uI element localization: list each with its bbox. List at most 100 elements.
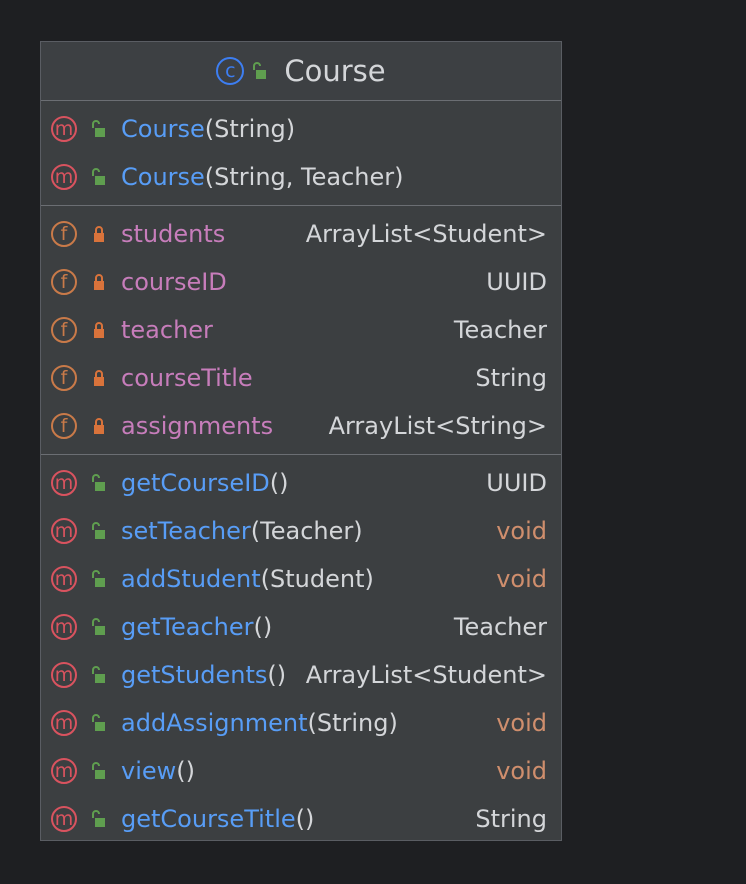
field-row: f students ArrayList<Student> bbox=[41, 210, 561, 258]
field-icon: f bbox=[51, 221, 77, 247]
field-type: ArrayList<Student> bbox=[305, 220, 547, 248]
field-icon: f bbox=[51, 413, 77, 439]
class-icon: c bbox=[216, 57, 245, 85]
field-signature: courseID bbox=[121, 268, 227, 296]
field-row: f courseID UUID bbox=[41, 258, 561, 306]
field-name: courseID bbox=[121, 268, 227, 296]
method-row: m view() void bbox=[41, 747, 561, 795]
class-title: Course bbox=[284, 54, 386, 88]
field-icon: f bbox=[51, 365, 77, 391]
field-type: ArrayList<String> bbox=[328, 412, 547, 440]
method-icon: m bbox=[51, 470, 77, 496]
field-name: courseTitle bbox=[121, 364, 253, 392]
method-type: Teacher bbox=[453, 613, 547, 641]
method-icon: m bbox=[51, 710, 77, 736]
field-signature: courseTitle bbox=[121, 364, 253, 392]
method-name: view bbox=[121, 757, 177, 785]
method-icon: m bbox=[51, 614, 77, 640]
field-name: assignments bbox=[121, 412, 274, 440]
method-row: m addStudent(Student) void bbox=[41, 555, 561, 603]
constructor-signature: Course(String) bbox=[121, 115, 295, 143]
class-header: c Course bbox=[41, 42, 561, 101]
method-row: m getCourseID() UUID bbox=[41, 459, 561, 507]
method-signature: getCourseTitle() bbox=[121, 805, 314, 833]
method-name: setTeacher bbox=[121, 517, 251, 545]
field-icon: f bbox=[51, 269, 77, 295]
field-row: f teacher Teacher bbox=[41, 306, 561, 354]
constructor-params: (String, Teacher) bbox=[204, 163, 404, 191]
method-signature: addStudent(Student) bbox=[121, 565, 374, 593]
method-row: m getCourseTitle() String bbox=[41, 795, 561, 843]
field-icon: f bbox=[51, 317, 77, 343]
field-type: UUID bbox=[486, 268, 547, 296]
constructor-name: Course bbox=[121, 163, 205, 191]
method-row: m setTeacher(Teacher) void bbox=[41, 507, 561, 555]
method-signature: setTeacher(Teacher) bbox=[121, 517, 363, 545]
method-name: addStudent bbox=[121, 565, 261, 593]
private-lock-icon bbox=[94, 370, 104, 386]
constructor-name: Course bbox=[121, 115, 205, 143]
method-icon: m bbox=[51, 518, 77, 544]
method-params: () bbox=[176, 757, 195, 785]
method-type: void bbox=[496, 565, 547, 593]
public-unlocked-icon bbox=[92, 168, 105, 185]
method-params: () bbox=[267, 661, 287, 689]
method-params: () bbox=[253, 613, 273, 641]
constructor-params: (String) bbox=[204, 115, 296, 143]
method-icon: m bbox=[51, 662, 77, 688]
method-row: m getTeacher() Teacher bbox=[41, 603, 561, 651]
method-icon: m bbox=[51, 806, 77, 832]
public-unlocked-icon bbox=[92, 762, 105, 779]
public-unlocked-icon bbox=[92, 120, 105, 137]
public-unlocked-icon bbox=[92, 570, 105, 587]
field-type: String bbox=[475, 364, 547, 392]
public-unlocked-icon bbox=[92, 714, 105, 731]
public-unlocked-icon bbox=[92, 522, 105, 539]
field-type: Teacher bbox=[453, 316, 547, 344]
field-row: f assignments ArrayList<String> bbox=[41, 402, 561, 450]
field-signature: students bbox=[121, 220, 225, 248]
method-type: void bbox=[496, 757, 547, 785]
method-row: m addAssignment(String) void bbox=[41, 699, 561, 747]
constructor-row: m Course(String) bbox=[41, 105, 561, 153]
method-name: getTeacher bbox=[121, 613, 254, 641]
method-icon: m bbox=[51, 116, 77, 142]
method-icon: m bbox=[51, 164, 77, 190]
field-signature: teacher bbox=[121, 316, 213, 344]
field-name: students bbox=[121, 220, 226, 248]
field-name: teacher bbox=[121, 316, 213, 344]
public-unlocked-icon bbox=[92, 474, 105, 491]
public-unlocked-icon bbox=[253, 62, 267, 79]
method-type: void bbox=[496, 517, 547, 545]
constructor-signature: Course(String, Teacher) bbox=[121, 163, 404, 191]
method-name: getCourseID bbox=[121, 469, 270, 497]
private-lock-icon bbox=[94, 322, 104, 338]
method-params: () bbox=[269, 469, 289, 497]
private-lock-icon bbox=[94, 418, 104, 434]
field-signature: assignments bbox=[121, 412, 273, 440]
method-name: getCourseTitle bbox=[121, 805, 296, 833]
method-signature: getTeacher() bbox=[121, 613, 272, 641]
method-name: addAssignment bbox=[121, 709, 308, 737]
method-icon: m bbox=[51, 566, 77, 592]
public-unlocked-icon bbox=[92, 666, 105, 683]
method-type: void bbox=[496, 709, 547, 737]
method-params: (String) bbox=[307, 709, 398, 737]
method-params: (Student) bbox=[260, 565, 374, 593]
method-signature: getCourseID() bbox=[121, 469, 289, 497]
constructor-row: m Course(String, Teacher) bbox=[41, 153, 561, 201]
method-icon: m bbox=[51, 758, 77, 784]
method-signature: getStudents() bbox=[121, 661, 286, 689]
method-name: getStudents bbox=[121, 661, 268, 689]
method-params: () bbox=[295, 805, 315, 833]
private-lock-icon bbox=[94, 226, 104, 242]
method-signature: addAssignment(String) bbox=[121, 709, 398, 737]
field-row: f courseTitle String bbox=[41, 354, 561, 402]
method-type: String bbox=[475, 805, 547, 833]
method-type: UUID bbox=[486, 469, 547, 497]
public-unlocked-icon bbox=[92, 618, 105, 635]
